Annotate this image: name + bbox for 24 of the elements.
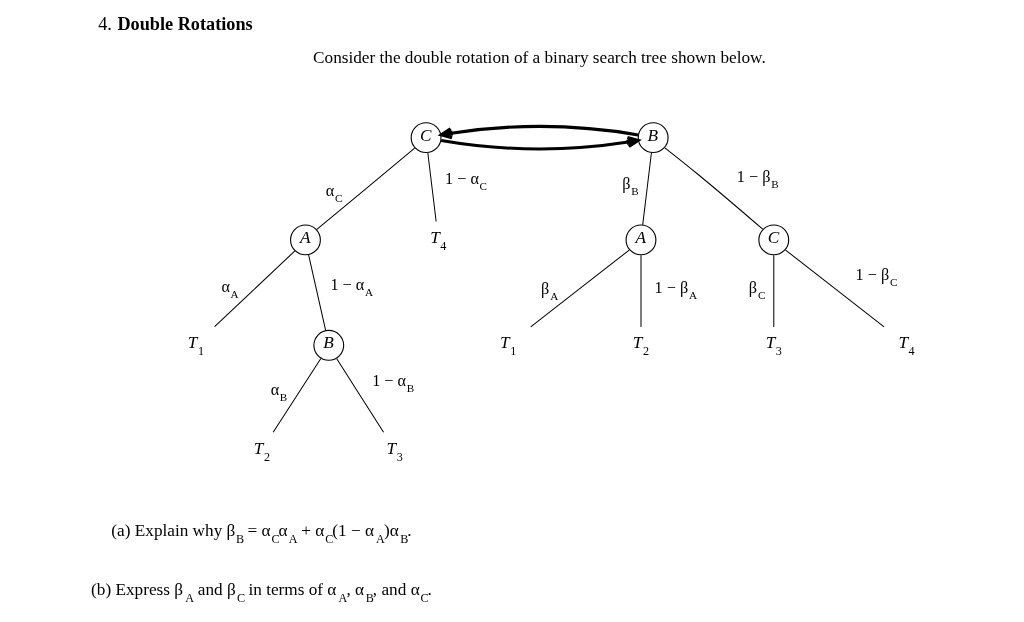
node-text: T$_{4}$ xyxy=(430,228,447,254)
node-text: T$_{1}$ xyxy=(187,333,205,359)
node-text: T$_{3}$ xyxy=(765,333,782,359)
label: (b) Express β$_{A}$ and β$_{C}$ in terms of α$_{A}$, α$_{B}$, and α$_{C}$. xyxy=(91,579,432,605)
label: Consider the double rotation of a binary search tree shown below. xyxy=(313,47,766,67)
node-text: T$_{1}$ xyxy=(500,333,517,359)
edge-label: 1 − α$_{C}$ xyxy=(445,169,488,192)
node-text: T$_{3}$ xyxy=(386,438,403,464)
edge-label: 1 − β$_{C}$ xyxy=(855,266,898,289)
node-text: T$_{4}$ xyxy=(898,333,915,359)
edge-label: β$_{A}$ xyxy=(541,279,559,302)
edge-label: β$_{C}$ xyxy=(748,279,766,302)
edge-label: α$_{A}$ xyxy=(221,278,239,301)
node-text: T$_{2}$ xyxy=(632,333,650,359)
edge-label: 1 − α$_{A}$ xyxy=(330,276,373,299)
edge-label: 1 − α$_{B}$ xyxy=(372,371,415,394)
edge-label: α$_{B}$ xyxy=(270,381,288,404)
label: (a) Explain why β$_{B}$ = α$_{C}$α$_{A}$ + α$_{C}$(1 − α$_{A}$)α$_{B}$. xyxy=(111,520,412,546)
edge-label: 1 − β$_{B}$ xyxy=(736,168,779,191)
edge-label: α$_{C}$ xyxy=(325,182,343,205)
edge-label: 1 − β$_{A}$ xyxy=(654,279,698,302)
edge-label: β$_{B}$ xyxy=(622,175,639,198)
diagram-title: 4. Double Rotations xyxy=(98,13,253,34)
node-text: T$_{2}$ xyxy=(253,438,270,464)
